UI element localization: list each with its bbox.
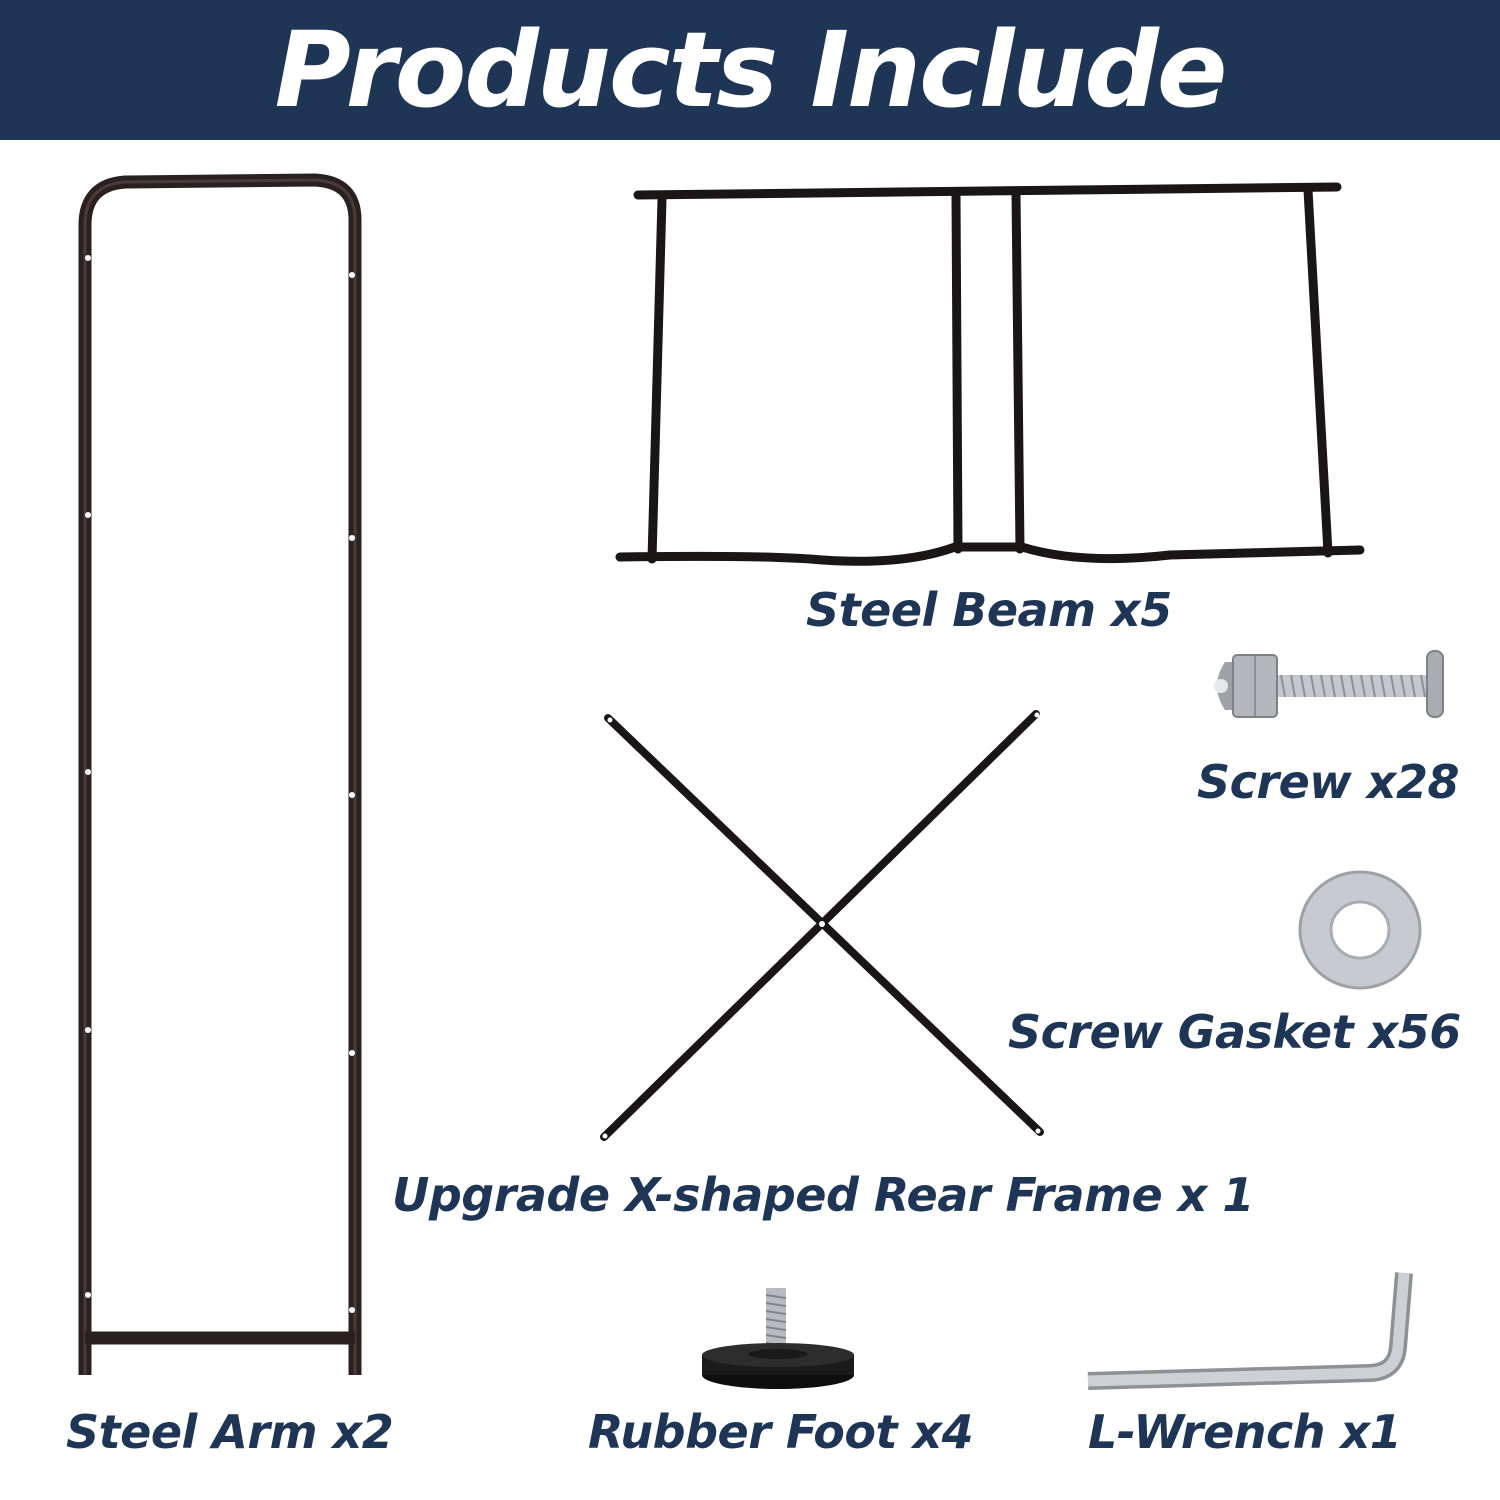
steel-beam-label: Steel Beam x5 [806,583,1172,637]
wrench-label: L-Wrench x1 [1088,1405,1402,1459]
steel-arm-image [78,173,362,1375]
wrench-image [1087,1272,1413,1390]
rear-frame-label: Upgrade X-shaped Rear Frame x 1 [392,1168,1254,1222]
rubber-foot-image [702,1288,854,1389]
steel-arm-label: Steel Arm x2 [66,1405,394,1459]
header-banner: Products Include [0,0,1500,140]
screw-image [1214,650,1444,718]
screw-label: Screw x28 [1197,755,1459,809]
rear-frame-image [600,710,1044,1141]
gasket-label: Screw Gasket x56 [1008,1005,1461,1059]
steel-beam-image [615,182,1365,566]
page-title: Products Include [274,9,1228,131]
gasket-image [1298,870,1422,990]
rubber-foot-label: Rubber Foot x4 [588,1405,974,1459]
